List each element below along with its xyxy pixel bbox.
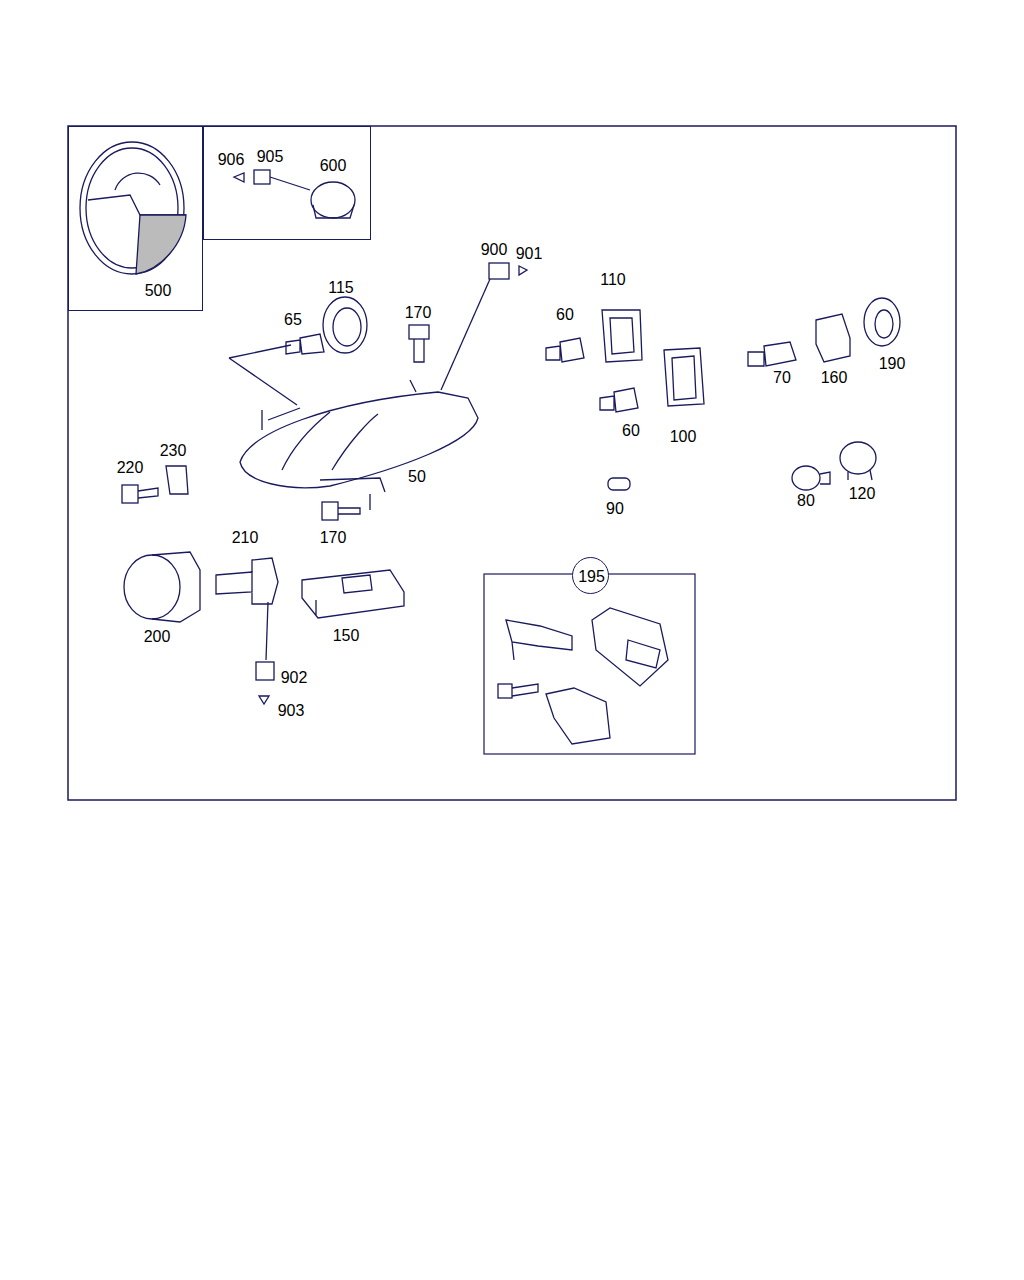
callout-number: 902 (281, 669, 308, 687)
callout-number: 150 (333, 627, 360, 645)
callout-number: 100 (670, 428, 697, 446)
callout-number: 903 (278, 702, 305, 720)
callout-number: 195 (578, 568, 605, 586)
callout-number: 500 (145, 282, 172, 300)
inset-box: 906 905 600 (203, 126, 371, 240)
callout-circle: 195 (572, 557, 609, 594)
callout-number: 901 (516, 245, 543, 263)
callout-number: 70 (773, 369, 791, 387)
callout-number: 600 (320, 157, 347, 175)
callout-number: 220 (117, 459, 144, 477)
callout-number: 170 (405, 304, 432, 322)
callout-number: 230 (160, 442, 187, 460)
callout-number: 115 (328, 279, 354, 297)
callout-number: 90 (606, 500, 624, 518)
callout-number: 80 (797, 492, 815, 510)
callout-number: 60 (622, 422, 640, 440)
callout-number: 906 (218, 151, 245, 169)
callout-number: 210 (232, 529, 259, 547)
callout-number: 120 (849, 485, 876, 503)
callout-number: 200 (144, 628, 171, 646)
callout-number: 50 (408, 468, 426, 486)
callout-number: 110 (600, 271, 626, 289)
inset-box: 500 (68, 126, 203, 311)
callout-number: 190 (879, 355, 906, 373)
callout-number: 900 (481, 241, 508, 259)
callout-number: 65 (284, 311, 302, 329)
callout-number: 160 (821, 369, 848, 387)
callout-number: 170 (320, 529, 347, 547)
callout-number: 60 (556, 306, 574, 324)
callout-number: 905 (257, 148, 284, 166)
